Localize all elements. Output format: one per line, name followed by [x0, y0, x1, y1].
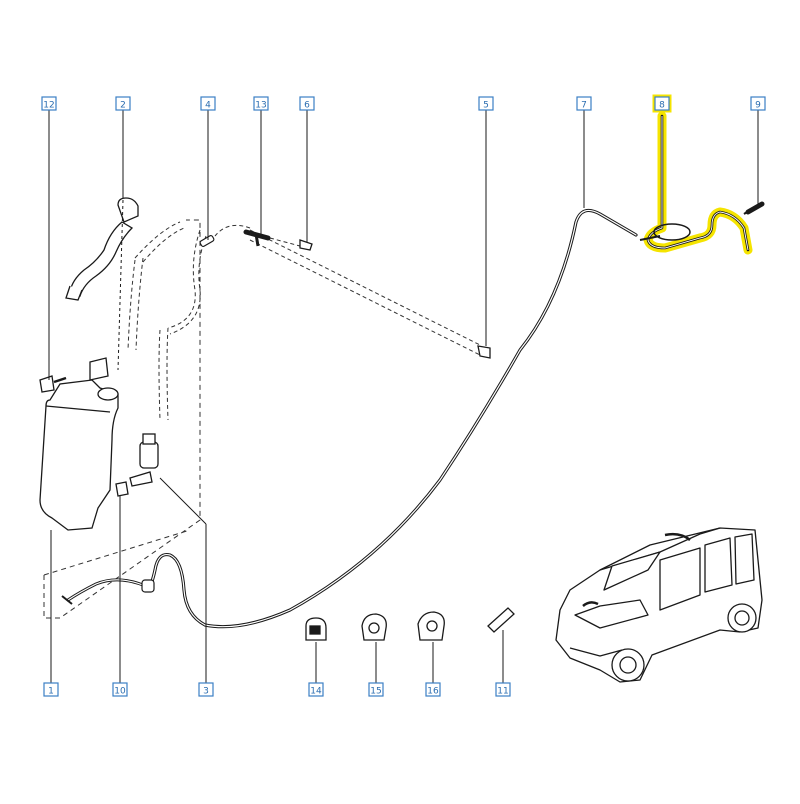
svg-text:4: 4 — [205, 101, 211, 111]
hose-joiner-11 — [487, 607, 515, 633]
hose-connector-4 — [199, 235, 215, 247]
svg-text:11: 11 — [497, 687, 508, 697]
callout-13: 13 — [253, 96, 269, 111]
clip-15 — [361, 613, 387, 641]
hose-end-clip — [61, 579, 155, 605]
callout-11: 11 — [495, 682, 511, 697]
callout-6: 6 — [299, 96, 315, 111]
car-illustration — [555, 527, 763, 683]
svg-text:8: 8 — [659, 101, 665, 111]
callout-16: 16 — [425, 682, 441, 697]
washer-hose-long — [146, 208, 638, 629]
svg-text:6: 6 — [304, 101, 310, 111]
callout-7: 7 — [576, 96, 592, 111]
bolt-12 — [39, 375, 67, 393]
callout-4: 4 — [200, 96, 216, 111]
callout-9: 9 — [750, 96, 766, 111]
callout-2: 2 — [115, 96, 131, 111]
svg-text:15: 15 — [370, 687, 381, 697]
svg-text:5: 5 — [483, 101, 489, 111]
front-hose-dashed — [127, 221, 481, 421]
t-connector-13 — [243, 229, 271, 247]
clip-16 — [417, 611, 445, 641]
svg-text:7: 7 — [581, 101, 587, 111]
clip-6 — [299, 239, 313, 251]
svg-text:3: 3 — [203, 687, 209, 697]
callout-10: 10 — [112, 682, 128, 697]
reservoir-panel-outline — [43, 219, 201, 619]
svg-text:10: 10 — [114, 687, 126, 697]
leader-lines — [48, 110, 759, 683]
clip-14 — [305, 617, 327, 641]
callout-3: 3 — [198, 682, 214, 697]
svg-text:2: 2 — [120, 101, 126, 111]
callout-12: 12 — [41, 96, 57, 111]
callout-15: 15 — [368, 682, 384, 697]
callout-5: 5 — [478, 96, 494, 111]
callout-1: 1 — [43, 682, 59, 697]
svg-text:9: 9 — [755, 101, 761, 111]
rear-washer-jet — [743, 201, 765, 215]
svg-text:16: 16 — [427, 687, 439, 697]
svg-text:1: 1 — [48, 687, 54, 697]
filler-neck-2 — [65, 197, 139, 301]
clip-5 — [477, 345, 491, 359]
washer-reservoir-1 — [39, 357, 119, 531]
svg-text:12: 12 — [43, 101, 54, 111]
callout-14: 14 — [308, 682, 324, 697]
washer-pump — [115, 433, 159, 497]
svg-text:13: 13 — [255, 101, 266, 111]
callout-8-highlighted: 8 — [652, 94, 672, 113]
rear-washer-hose-highlighted — [639, 111, 753, 255]
svg-text:14: 14 — [310, 687, 322, 697]
